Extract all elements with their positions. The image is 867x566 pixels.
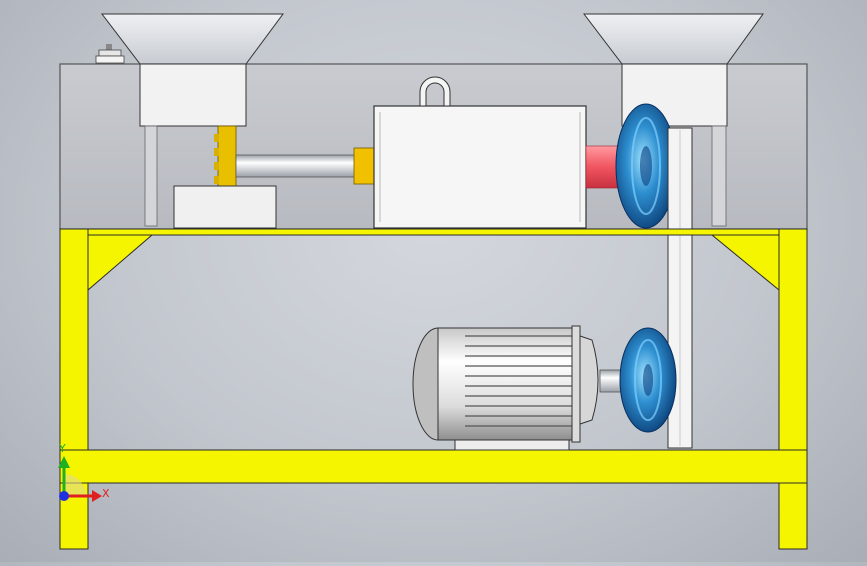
upper-pulley[interactable] [615,103,677,229]
lower-pulley[interactable] [619,327,677,433]
hopper-left-throat [139,63,247,127]
bracket-teeth [214,125,237,187]
y-axis-label: Y [58,442,66,455]
bearing-block[interactable] [173,185,277,229]
main-gearbox[interactable] [373,105,587,229]
hopper-right[interactable] [582,13,764,65]
z-axis-icon [59,491,69,501]
hopper-right-frame [711,125,727,227]
axis-triad: X Y [58,442,110,502]
shaft-collar [353,147,375,185]
lifting-eye[interactable] [419,76,451,107]
hopper-left[interactable] [100,13,284,65]
electric-motor[interactable] [412,325,627,443]
vent-cap-icon [95,44,125,64]
drive-shaft[interactable] [235,154,357,178]
motor-fins [465,335,572,427]
hopper-left-frame [144,125,158,227]
x-axis-label: X [102,487,110,500]
